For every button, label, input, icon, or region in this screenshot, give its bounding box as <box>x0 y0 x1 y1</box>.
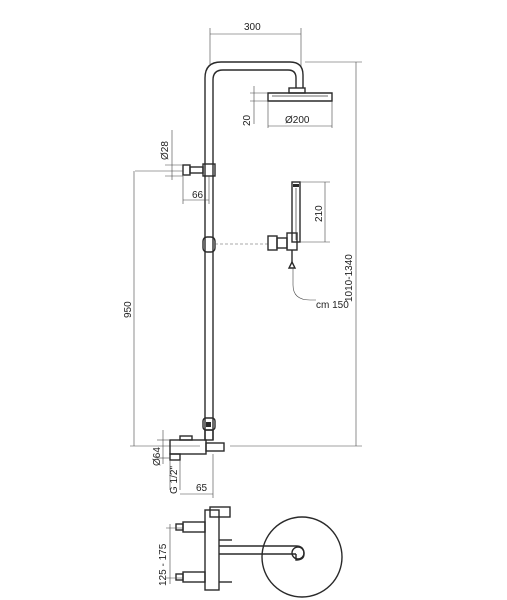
label-head-diameter: Ø200 <box>285 115 310 126</box>
label-300: 300 <box>244 22 261 33</box>
label-diameter-28: Ø28 <box>160 141 171 160</box>
plan-view: 125 - 175 <box>158 506 343 598</box>
label-spacing: 125 - 175 <box>158 543 169 586</box>
diverter <box>202 417 216 441</box>
label-diameter-64: Ø64 <box>152 447 163 466</box>
dimension-total-height: 1010-1340 <box>230 61 362 447</box>
upper-wall-bracket: Ø28 66 <box>135 130 216 204</box>
mixer-body: Ø64 G 1/2" 65 <box>152 430 225 498</box>
riser-pipe <box>204 61 304 440</box>
shower-head: Ø200 20 <box>242 86 333 128</box>
label-thread: G 1/2" <box>169 466 180 494</box>
hand-shower: 210 <box>287 181 330 269</box>
dimension-300: 300 <box>209 22 302 66</box>
label-offset-66: 66 <box>192 190 204 201</box>
slider-holder <box>202 232 298 262</box>
label-height-950: 950 <box>123 301 134 318</box>
label-hand-length: 210 <box>314 205 325 222</box>
dimension-950: 950 <box>123 171 200 447</box>
label-offset-65: 65 <box>196 483 208 494</box>
label-total-height: 1010-1340 <box>344 254 355 302</box>
hose-leader: cm 150 <box>292 268 349 311</box>
label-hose: cm 150 <box>316 300 349 311</box>
label-head-thickness: 20 <box>242 114 253 126</box>
